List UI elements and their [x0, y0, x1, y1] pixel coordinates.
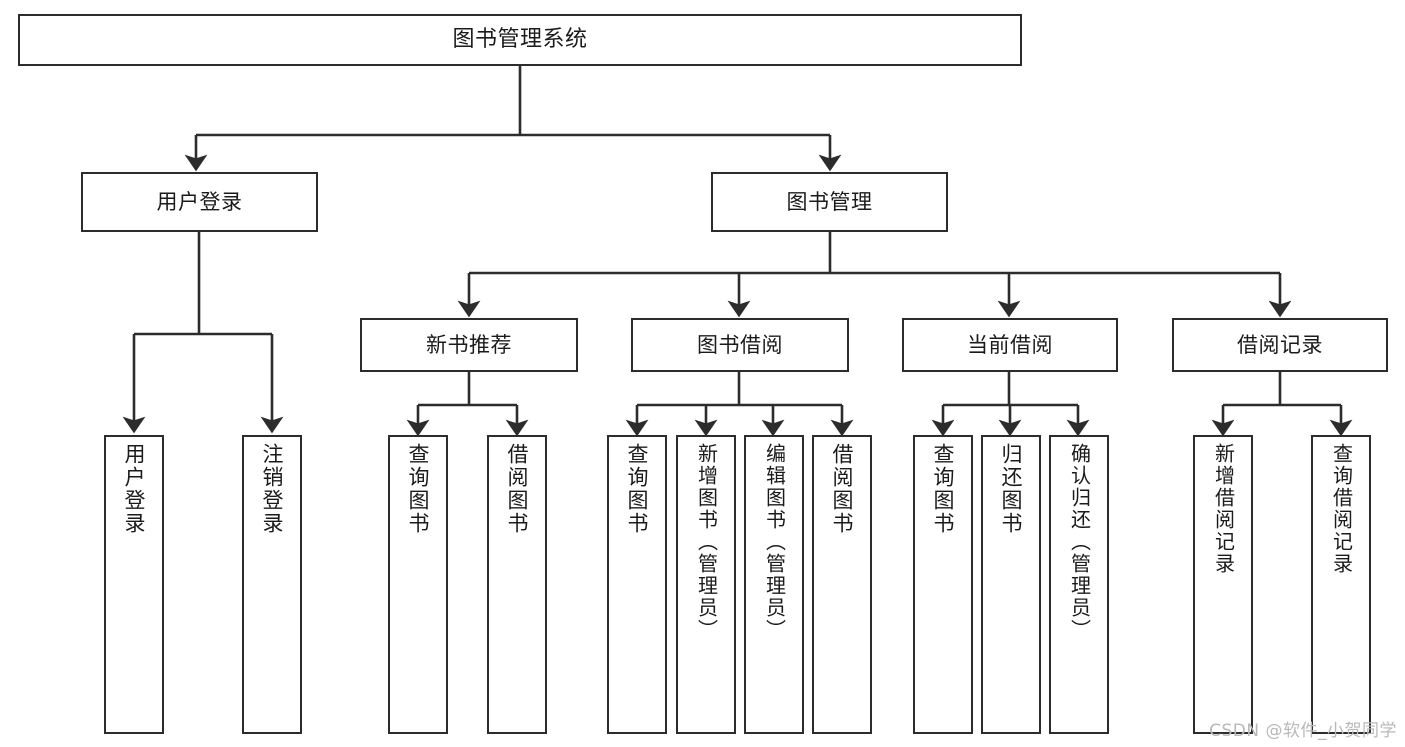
leaf-book-borrow-query[interactable]: 查询图书: [607, 435, 667, 734]
leaf-new-book-borrow[interactable]: 借阅图书: [487, 435, 547, 734]
node-label: 新书推荐: [426, 332, 512, 357]
node-label: 图书管理系统: [452, 27, 588, 53]
node-user-login[interactable]: 用户登录: [81, 172, 318, 232]
node-new-book-recommend[interactable]: 新书推荐: [360, 318, 578, 372]
leaf-current-borrow-confirm[interactable]: 确认归还（管理员）: [1049, 435, 1109, 734]
node-label: 注销登录: [260, 443, 285, 535]
node-label: 查询图书: [931, 443, 956, 535]
node-label: 查询图书: [625, 443, 650, 535]
leaf-current-borrow-return[interactable]: 归还图书: [981, 435, 1041, 734]
leaf-book-borrow-edit[interactable]: 编辑图书（管理员）: [744, 435, 804, 734]
watermark: CSDN @软件_小贺同学: [1209, 721, 1397, 741]
leaf-borrow-record-add[interactable]: 新增借阅记录: [1193, 435, 1253, 734]
node-label: 用户登录: [122, 443, 147, 535]
leaf-user-login-signin[interactable]: 用户登录: [104, 435, 164, 734]
node-current-borrow[interactable]: 当前借阅: [902, 318, 1118, 372]
leaf-user-login-signout[interactable]: 注销登录: [242, 435, 302, 734]
node-root[interactable]: 图书管理系统: [18, 14, 1022, 66]
node-label: 借阅图书: [830, 443, 855, 535]
node-book-management[interactable]: 图书管理: [711, 172, 948, 232]
node-label: 新增图书（管理员）: [694, 443, 719, 641]
leaf-current-borrow-query[interactable]: 查询图书: [913, 435, 973, 734]
node-label: 用户登录: [156, 189, 243, 214]
node-label: 当前借阅: [967, 332, 1053, 357]
node-borrow-record[interactable]: 借阅记录: [1172, 318, 1388, 372]
node-label: 归还图书: [999, 443, 1024, 535]
leaf-book-borrow-borrow[interactable]: 借阅图书: [812, 435, 872, 734]
leaf-borrow-record-query[interactable]: 查询借阅记录: [1311, 435, 1371, 734]
node-label: 图书管理: [786, 189, 873, 214]
leaf-new-book-query[interactable]: 查询图书: [388, 435, 448, 734]
node-label: 查询图书: [406, 443, 431, 535]
node-label: 查询借阅记录: [1329, 443, 1354, 575]
node-label: 图书借阅: [697, 332, 783, 357]
node-label: 借阅记录: [1237, 332, 1323, 357]
node-label: 新增借阅记录: [1211, 443, 1236, 575]
node-label: 编辑图书（管理员）: [762, 443, 787, 641]
node-book-borrow[interactable]: 图书借阅: [631, 318, 849, 372]
node-label: 确认归还（管理员）: [1067, 443, 1092, 641]
node-label: 借阅图书: [505, 443, 530, 535]
leaf-book-borrow-add[interactable]: 新增图书（管理员）: [676, 435, 736, 734]
